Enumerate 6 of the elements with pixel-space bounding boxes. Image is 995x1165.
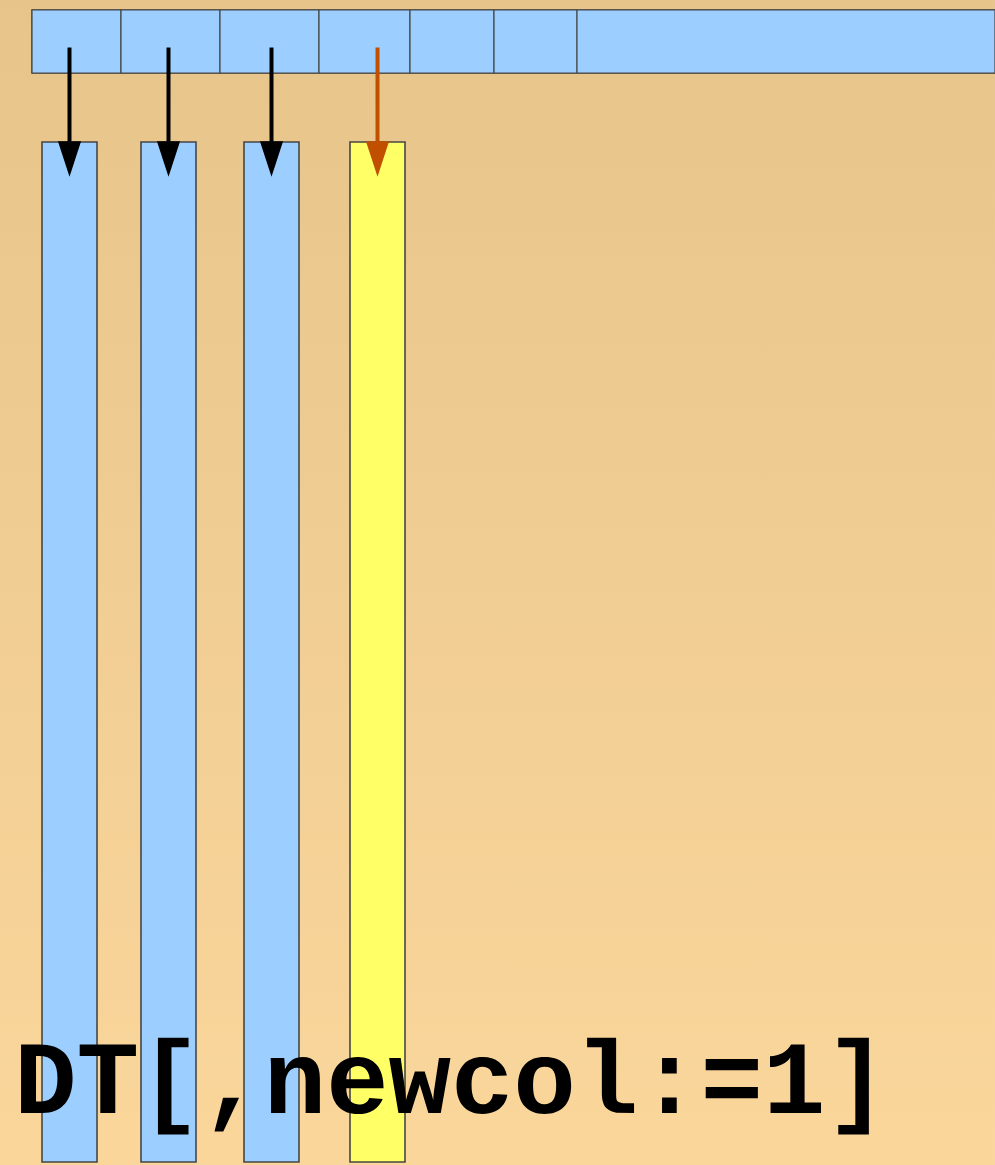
bar-segment bbox=[219, 9, 320, 74]
bar-segment bbox=[493, 9, 578, 74]
bar-segment bbox=[31, 9, 122, 74]
bar-segment bbox=[318, 9, 411, 74]
bar-segment bbox=[120, 9, 221, 74]
bar-segment bbox=[409, 9, 495, 74]
